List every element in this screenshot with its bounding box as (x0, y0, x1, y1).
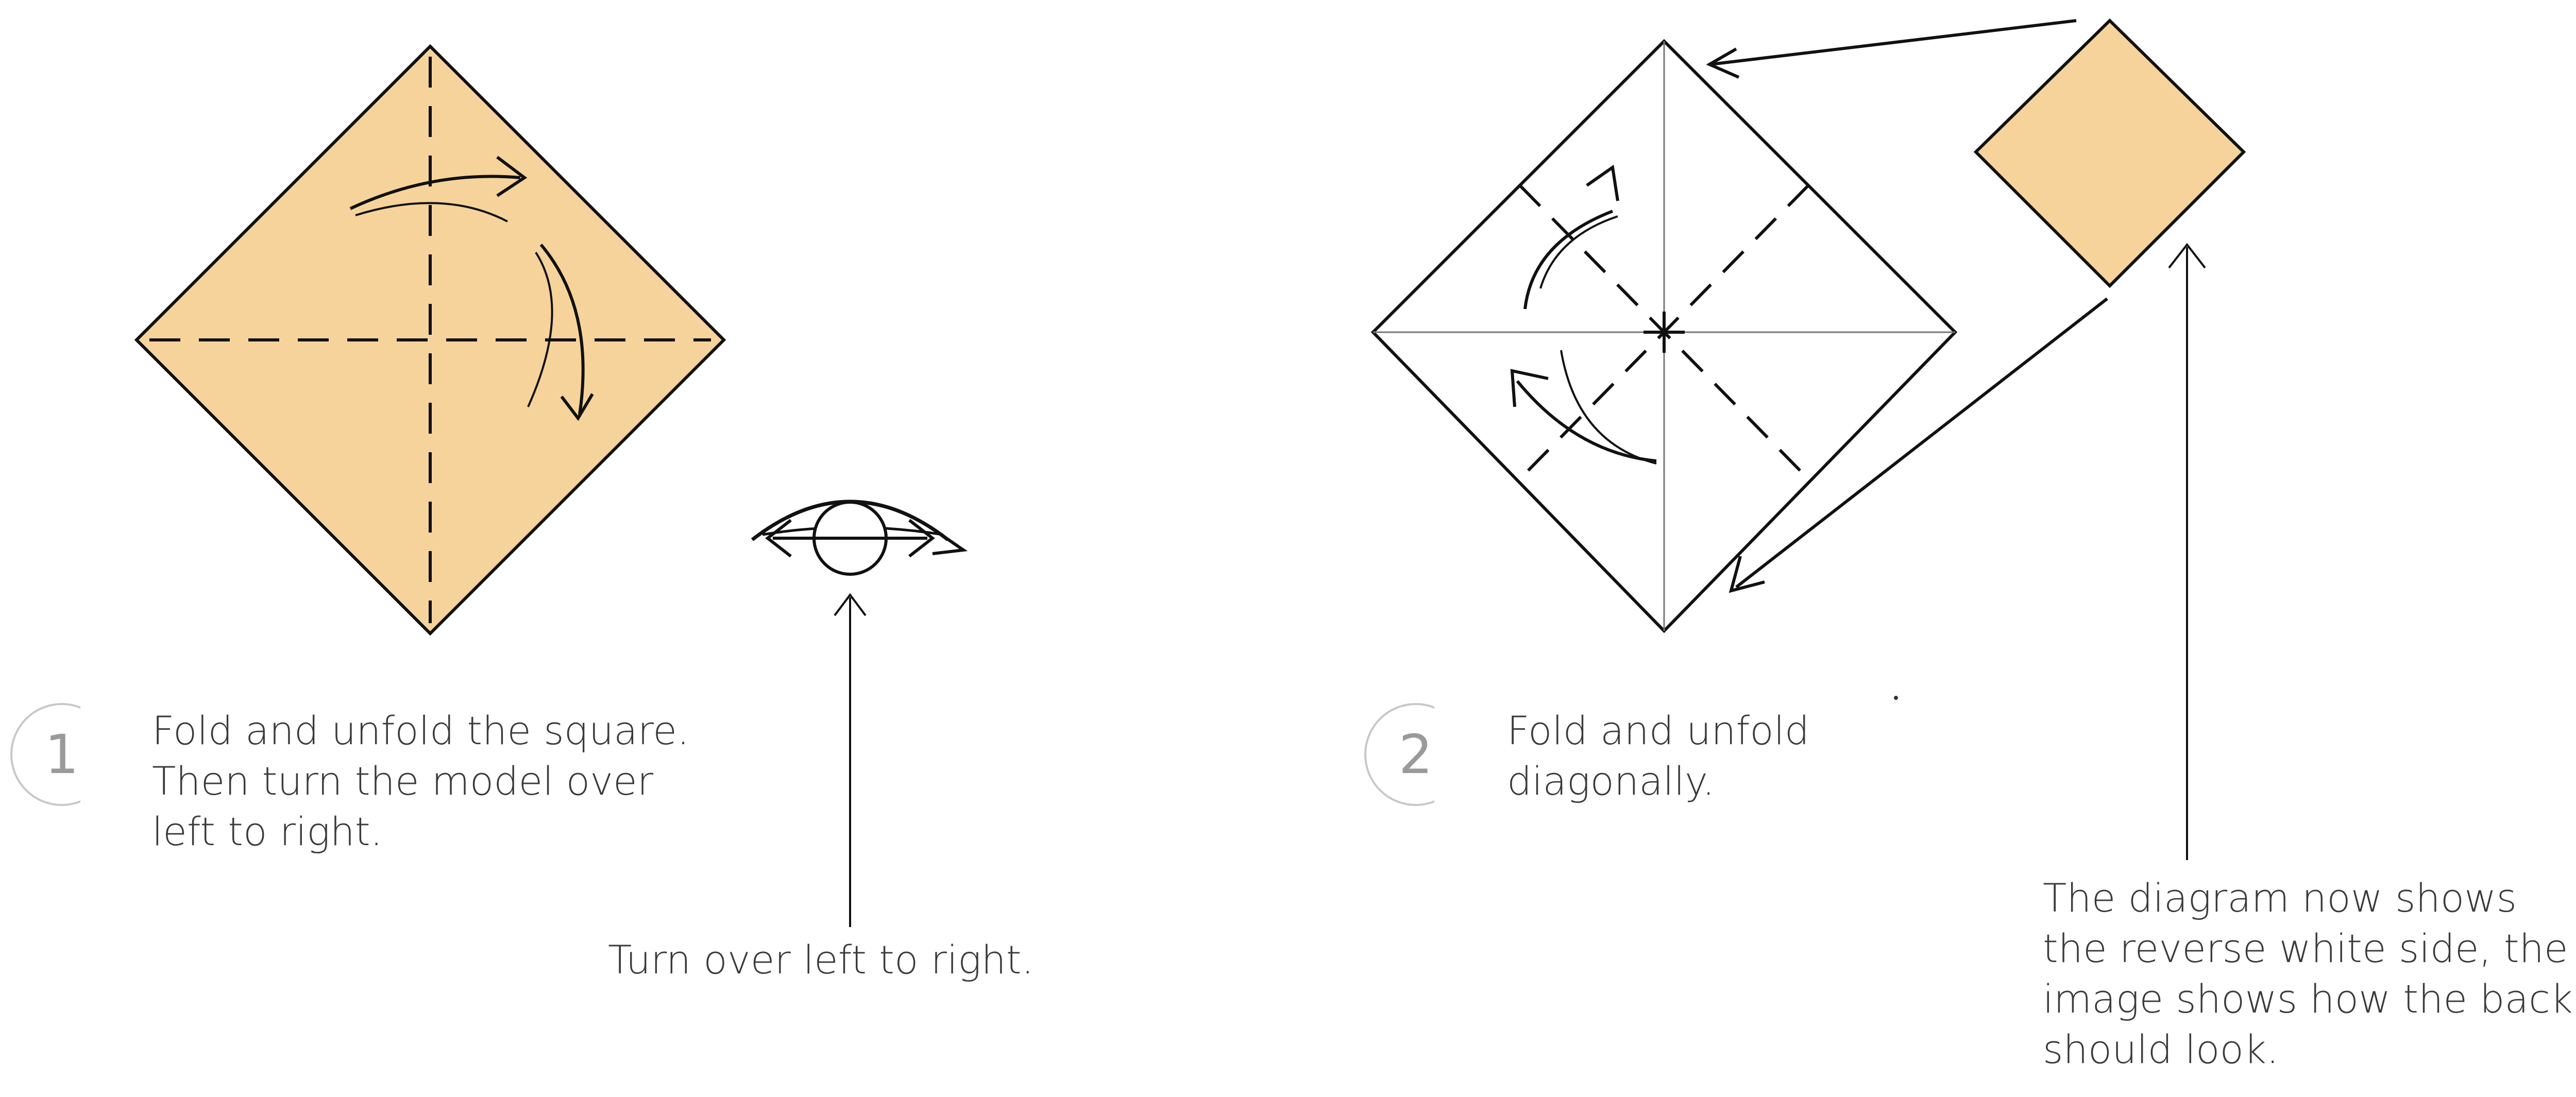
turn-over-caption: Turn over left to right. (608, 937, 1034, 983)
fold-arrow-icon (349, 156, 528, 222)
step2-square (1370, 39, 1958, 633)
turn-over-arrow-icon (765, 519, 968, 558)
step-number-2-label: 2 (1398, 723, 1433, 786)
reverse-side-note: The diagram now shows the reverse white … (2043, 875, 2573, 1072)
step2-instruction: Fold and unfold diagonally. (1507, 708, 1810, 804)
step-number-1-label: 1 (44, 723, 79, 786)
fold-arrow-icon (1523, 164, 1619, 310)
fold-arrow-icon (1510, 350, 1657, 465)
reverse-side-square (1973, 18, 2246, 288)
note-pointer (2168, 243, 2206, 860)
turn-over-pointer (834, 593, 867, 927)
eye-icon (751, 500, 950, 576)
fold-arrow-icon (527, 244, 594, 421)
reverse-pointer-arrows (1706, 19, 2108, 593)
step1-instruction: Fold and unfold the square. Then turn th… (152, 708, 690, 854)
speck (1894, 696, 1898, 700)
step1-square (134, 44, 726, 636)
